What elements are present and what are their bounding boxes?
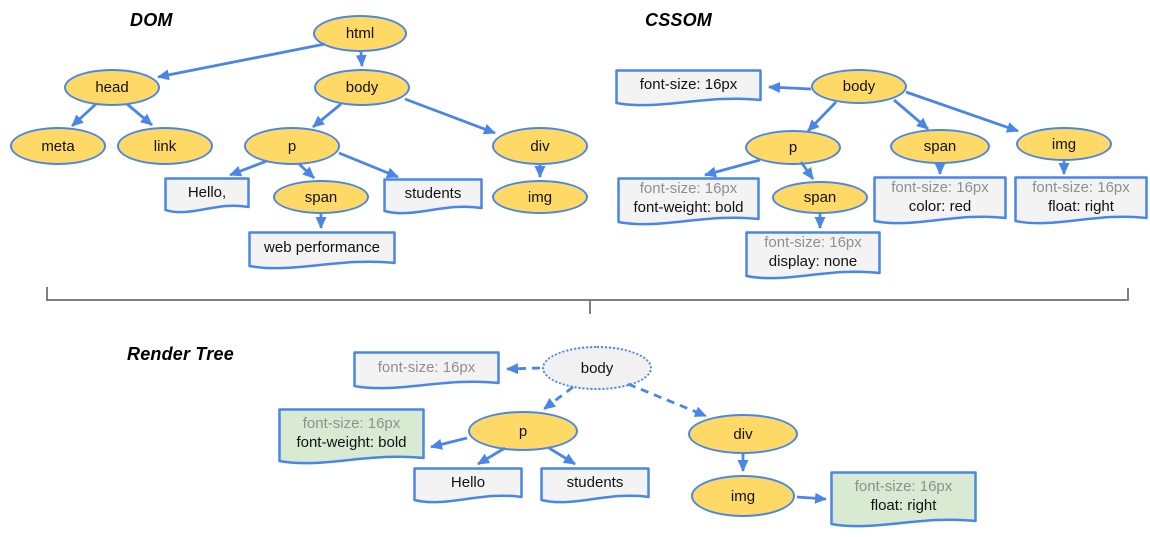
render-section-title: Render Tree <box>127 344 234 364</box>
merge-brace <box>46 287 1129 314</box>
cssom-node-span-child: span <box>772 181 868 214</box>
dom-node-span: span <box>273 180 369 214</box>
document-shape <box>413 467 523 504</box>
arrow-html-head <box>157 42 326 81</box>
dom-text-web-performance: web performance <box>264 238 380 256</box>
cssom-style-box-span: font-size: 16px color: red <box>873 176 1007 226</box>
cssom-img-style-line1: font-size: 16px <box>1032 179 1130 196</box>
document-shape <box>278 408 425 465</box>
arrow-cssom-body-img <box>905 90 1019 133</box>
render-text-hello: Hello <box>450 473 486 491</box>
document-shape <box>617 177 760 226</box>
cssom-style-box-img: font-size: 16px float: right <box>1014 176 1148 226</box>
render-node-div: div <box>688 414 798 454</box>
render-text-box-hello: Hello <box>413 467 523 505</box>
cssom-span-child-style-line2: display: none <box>768 253 858 270</box>
cssom-body-style-line1: font-size: 16px <box>639 76 738 93</box>
arrow-render-p-students <box>548 446 576 466</box>
arrow-body-div <box>404 97 496 135</box>
render-text-students: students <box>566 473 624 491</box>
arrow-html-body <box>355 51 367 67</box>
dom-node-head: head <box>64 69 160 106</box>
dom-text-box-web-performance: web performance <box>248 231 396 271</box>
cssom-span-style-line2: color: red <box>908 198 972 215</box>
render-node-p: p <box>468 411 578 451</box>
dom-node-html: html <box>313 15 407 52</box>
arrow-cssom-p-style <box>704 158 761 178</box>
cssom-style-box-p: font-size: 16px font-weight: bold <box>617 177 760 227</box>
arrow-head-link <box>126 102 153 127</box>
arrow-cssom-body-style <box>768 82 812 94</box>
arrow-render-body-div <box>627 382 707 418</box>
dom-text-box-students: students <box>383 178 483 216</box>
document-shape <box>873 176 1007 225</box>
render-img-style-line1: font-size: 16px <box>854 478 953 495</box>
arrow-render-body-p <box>543 385 574 411</box>
arrow-p-span <box>298 162 315 180</box>
document-shape <box>164 177 250 214</box>
render-text-box-students: students <box>540 467 650 505</box>
arrow-render-p-style <box>430 436 468 450</box>
render-style-box-img: font-size: 16px float: right <box>830 471 977 529</box>
render-body-style-line1: font-size: 16px <box>377 358 476 376</box>
arrow-p-hello <box>229 159 268 177</box>
document-shape <box>745 231 881 280</box>
dom-node-meta: meta <box>10 127 106 165</box>
dom-node-div: div <box>492 127 588 165</box>
cssom-node-span: span <box>890 129 990 164</box>
cssom-style-box-body: font-size: 16px <box>615 69 762 108</box>
dom-section-title: DOM <box>130 10 173 30</box>
render-p-style-line2: font-weight: bold <box>296 434 407 451</box>
render-style-box-p: font-size: 16px font-weight: bold <box>278 408 425 466</box>
arrow-cssom-body-span <box>893 98 929 131</box>
cssom-node-body: body <box>811 69 907 104</box>
render-style-box-body: font-size: 16px <box>353 351 500 391</box>
dom-node-p: p <box>244 127 340 165</box>
document-shape <box>248 231 396 270</box>
document-shape <box>1014 176 1148 225</box>
document-shape <box>830 471 977 528</box>
arrow-render-body-style <box>506 363 541 375</box>
cssom-p-style-line1: font-size: 16px <box>639 180 738 197</box>
arrow-cssom-body-p <box>806 101 838 132</box>
cssom-span-style-line1: font-size: 16px <box>891 179 989 196</box>
arrow-head-meta <box>71 102 97 128</box>
render-node-body: body <box>542 346 652 390</box>
arrow-render-p-hello <box>477 446 506 466</box>
cssom-node-img: img <box>1016 127 1112 161</box>
cssom-style-box-span-child: font-size: 16px display: none <box>745 231 881 281</box>
dom-text-students: students <box>404 184 462 202</box>
dom-node-img: img <box>492 180 588 214</box>
dom-text-box-hello: Hello, <box>164 177 250 215</box>
arrow-p-students <box>338 151 399 179</box>
render-img-style-line2: float: right <box>870 497 937 514</box>
arrow-body-p <box>312 102 342 129</box>
document-shape <box>615 69 762 107</box>
cssom-section-title: CSSOM <box>645 10 713 30</box>
dom-text-hello: Hello, <box>187 183 227 201</box>
cssom-p-style-line2: font-weight: bold <box>633 199 744 216</box>
dom-node-body: body <box>314 69 410 106</box>
render-node-img: img <box>691 475 795 517</box>
document-shape <box>353 351 500 390</box>
arrow-render-img-style <box>796 492 827 504</box>
dom-node-link: link <box>117 127 213 165</box>
document-shape <box>383 178 483 215</box>
render-p-style-line1: font-size: 16px <box>302 415 401 432</box>
cssom-node-p: p <box>745 130 841 165</box>
document-shape <box>540 467 650 504</box>
cssom-span-child-style-line1: font-size: 16px <box>764 234 862 251</box>
cssom-img-style-line2: float: right <box>1048 198 1114 215</box>
